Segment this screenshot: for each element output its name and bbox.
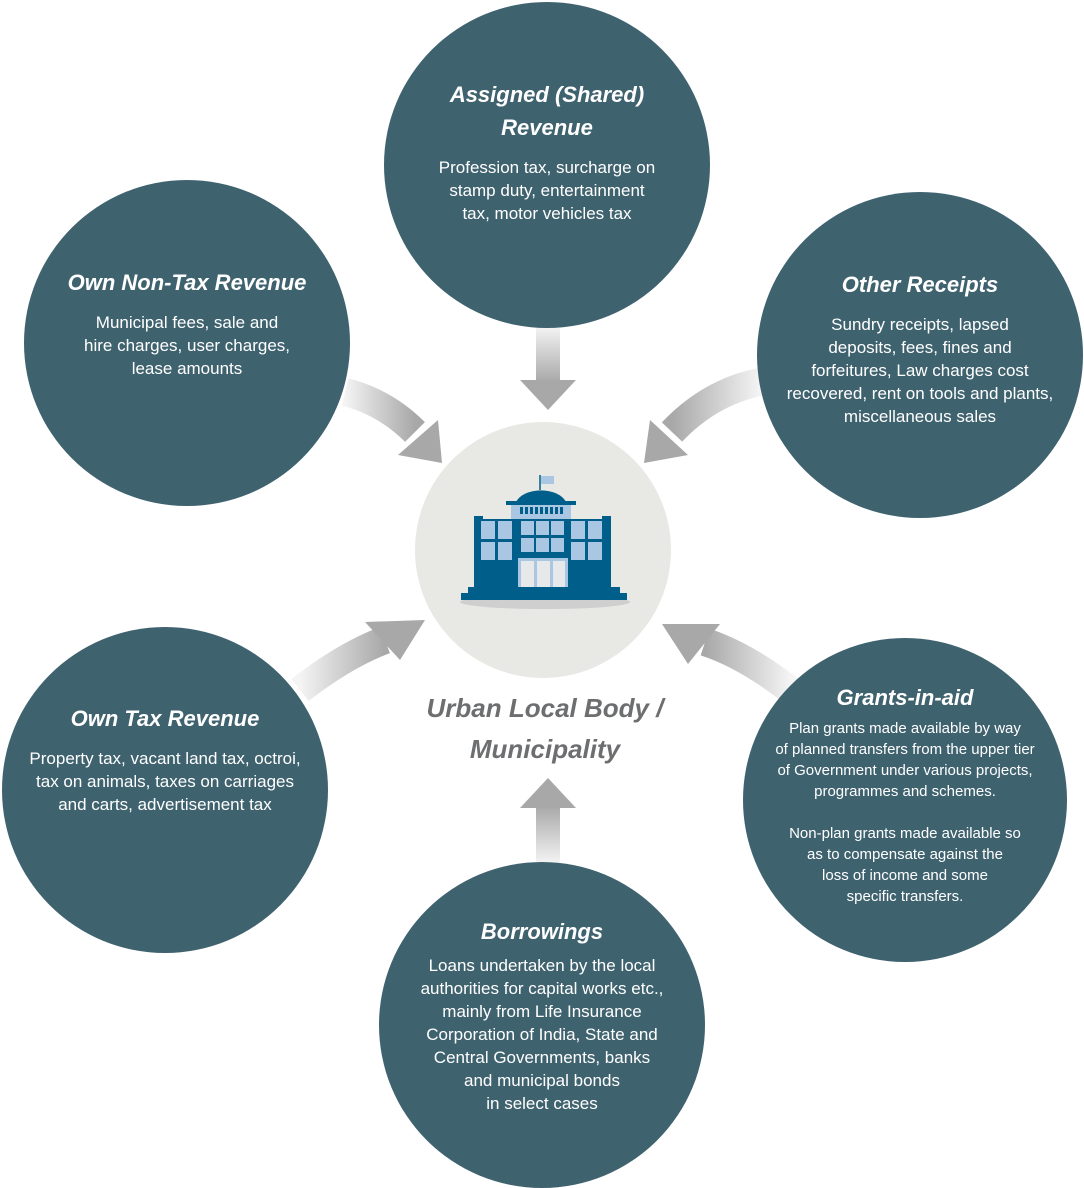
source-assigned-revenue: Assigned (Shared)Revenue Profession tax,… — [384, 2, 710, 328]
arrow-from-grants-in-aid — [662, 624, 799, 702]
center-label-line2: Municipality — [469, 734, 621, 764]
source-desc: Property tax, vacant land tax, octroi,ta… — [29, 749, 301, 814]
source-own-tax-revenue: Own Tax Revenue Property tax, vacant lan… — [2, 627, 328, 953]
source-title: Own Non-Tax Revenue — [67, 270, 307, 295]
arrow-from-other-receipts — [644, 368, 764, 463]
arrow-from-borrowings — [520, 778, 576, 862]
source-borrowings: Borrowings Loans undertaken by the local… — [379, 862, 705, 1188]
source-title: Borrowings — [480, 919, 604, 944]
source-title: Own Tax Revenue — [70, 706, 260, 731]
source-title: Other Receipts — [841, 272, 999, 297]
arrow-from-own-non-tax-revenue — [341, 378, 442, 463]
municipal-building-icon — [460, 475, 630, 609]
arrow-from-own-tax-revenue — [291, 620, 425, 702]
center-label: Urban Local Body / Municipality — [380, 688, 710, 770]
center-label-line1: Urban Local Body / — [426, 693, 664, 723]
arrow-from-assigned-revenue — [520, 328, 576, 410]
source-title: Grants-in-aid — [836, 685, 974, 710]
source-title: Assigned (Shared)Revenue — [449, 81, 645, 140]
source-own-non-tax-revenue: Own Non-Tax Revenue Municipal fees, sale… — [24, 180, 350, 506]
source-grants-in-aid: Grants-in-aid Plan grants made available… — [743, 638, 1067, 962]
